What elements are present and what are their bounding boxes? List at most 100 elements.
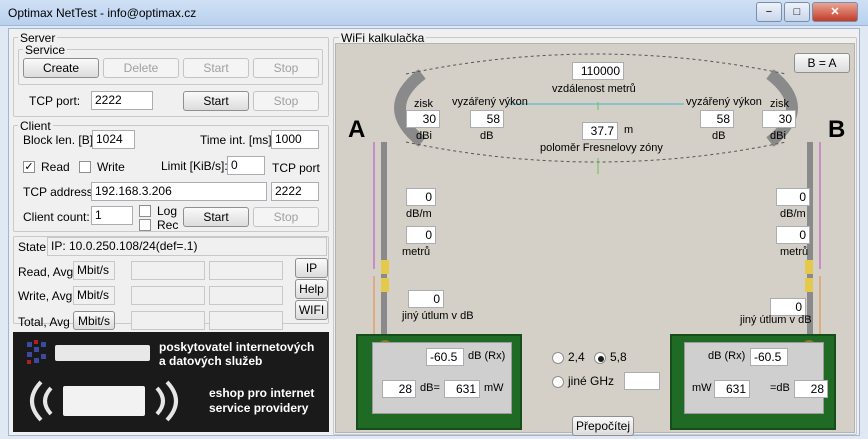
total-avg-label: Total, Avg bbox=[18, 315, 70, 329]
left-eirp-input[interactable]: 58 bbox=[470, 110, 504, 128]
total-unit-button[interactable]: Mbit/s bbox=[73, 311, 115, 330]
service-group-label: Service bbox=[23, 43, 68, 57]
distance-input[interactable]: 110000 bbox=[572, 62, 624, 80]
total-value-2 bbox=[209, 311, 283, 330]
state-label: State bbox=[18, 240, 47, 254]
fresnel-label: poloměr Fresnelovy zóny bbox=[540, 142, 663, 154]
client-stop-button[interactable]: Stop bbox=[253, 207, 319, 227]
read-checkbox[interactable]: ✓ bbox=[23, 161, 35, 173]
left-gain-label: zisk bbox=[414, 98, 433, 110]
right-rx-label: dB (Rx) bbox=[708, 350, 746, 362]
right-radio-board: dB (Rx) -60.5 mW 631 =dB 28 bbox=[670, 334, 836, 430]
write-value-1 bbox=[131, 286, 205, 305]
station-b-label: B bbox=[828, 116, 846, 143]
right-tx-mw-input[interactable]: 631 bbox=[714, 380, 750, 398]
fresnel-radius-input[interactable]: 37.7 bbox=[582, 122, 618, 140]
shop-tagline-2: service providery bbox=[209, 401, 309, 415]
read-avg-label: Read, Avg bbox=[18, 265, 74, 279]
log-checkbox[interactable] bbox=[139, 205, 151, 217]
wifi-button[interactable]: WIFI bbox=[295, 300, 328, 320]
fresnel-unit: m bbox=[624, 124, 634, 136]
service-group bbox=[18, 49, 323, 85]
isp-tagline-2: a datových služeb bbox=[159, 354, 263, 368]
right-eirp-input[interactable]: 58 bbox=[700, 110, 734, 128]
server-tcp-port-label: TCP port: bbox=[29, 94, 81, 108]
server-group-label: Server bbox=[18, 31, 58, 45]
write-avg-label: Write, Avg bbox=[18, 289, 73, 303]
block-len-input[interactable]: 1024 bbox=[92, 130, 135, 149]
left-eirp-unit: dB bbox=[480, 130, 494, 142]
wifi-group-label: WiFi kalkulačka bbox=[339, 31, 427, 45]
server-tcp-port-input[interactable]: 2222 bbox=[91, 91, 153, 110]
client-tcp-port-label: TCP port bbox=[272, 161, 320, 175]
band-5-8-radio[interactable] bbox=[594, 352, 606, 364]
right-cable-length-unit: metrů bbox=[780, 246, 809, 258]
left-other-loss-label: jiný útlum v dB bbox=[402, 310, 474, 322]
close-button[interactable]: ✕ bbox=[812, 2, 858, 22]
delete-button[interactable]: Delete bbox=[103, 58, 179, 78]
band-other-radio[interactable] bbox=[552, 376, 564, 388]
read-unit: Mbit/s bbox=[73, 261, 115, 280]
left-other-loss-input[interactable]: 0 bbox=[408, 290, 444, 308]
swap-b-equals-a-button[interactable]: B = A bbox=[794, 53, 850, 73]
title-bar: Optimax NetTest - info@optimax.cz − □ ✕ bbox=[0, 0, 868, 26]
minimize-button[interactable]: − bbox=[756, 2, 782, 22]
shop-tagline-1: eshop pro internet bbox=[209, 386, 315, 400]
right-gain-input[interactable]: 30 bbox=[762, 110, 796, 128]
block-len-label: Block len. [B]: bbox=[23, 133, 97, 147]
help-button[interactable]: Help bbox=[295, 279, 328, 299]
time-int-input[interactable]: 1000 bbox=[271, 130, 319, 149]
right-cable-loss-unit: dB/m bbox=[780, 208, 806, 220]
client-tcp-port-input[interactable]: 2222 bbox=[271, 182, 319, 201]
wifi-calculator-canvas: B = A A B 110000 vzdálenost metrů 37.7 m… bbox=[335, 43, 855, 436]
maximize-button[interactable]: □ bbox=[784, 2, 810, 22]
total-value-1 bbox=[131, 311, 205, 330]
band-2-4-label: 2,4 bbox=[568, 350, 585, 364]
read-value-1 bbox=[131, 261, 205, 280]
left-cable-length-input[interactable]: 0 bbox=[406, 226, 436, 244]
left-tx-mw-input[interactable]: 631 bbox=[444, 380, 480, 398]
right-eirp-label: vyzářený výkon bbox=[686, 96, 762, 108]
left-tx-db-input[interactable]: 28 bbox=[382, 380, 416, 398]
right-gain-label: zisk bbox=[770, 98, 789, 110]
client-count-label: Client count: bbox=[23, 210, 90, 224]
limit-label: Limit [KiB/s]: bbox=[161, 159, 228, 173]
left-gain-unit: dBi bbox=[416, 130, 432, 142]
left-cable-loss-unit: dB/m bbox=[406, 208, 432, 220]
log-label: Log bbox=[157, 204, 178, 218]
main-window-client: Server Service Create Delete Start Stop … bbox=[8, 28, 860, 436]
right-cable-length-input[interactable]: 0 bbox=[776, 226, 810, 244]
client-start-button[interactable]: Start bbox=[183, 207, 249, 227]
band-2-4-radio[interactable] bbox=[552, 352, 564, 364]
left-rx-input[interactable]: -60.5 bbox=[426, 348, 464, 366]
advertisement-banner[interactable]: poskytovatel internetových a datových sl… bbox=[13, 332, 329, 432]
right-tx-db-input[interactable]: 28 bbox=[794, 380, 828, 398]
service-start-button[interactable]: Start bbox=[183, 58, 249, 78]
limit-input[interactable]: 0 bbox=[227, 156, 265, 175]
link-diagram bbox=[373, 53, 821, 339]
left-tx-mw-label: mW bbox=[484, 382, 504, 394]
left-gain-input[interactable]: 30 bbox=[406, 110, 440, 128]
right-cable-loss-input[interactable]: 0 bbox=[776, 188, 810, 206]
right-rx-input[interactable]: -60.5 bbox=[750, 348, 788, 366]
client-count-input[interactable]: 1 bbox=[91, 206, 133, 225]
recalculate-button[interactable]: Přepočítej bbox=[572, 416, 634, 436]
rec-checkbox[interactable] bbox=[139, 219, 151, 231]
right-other-loss-input[interactable]: 0 bbox=[770, 298, 806, 316]
server-stop-button[interactable]: Stop bbox=[253, 91, 319, 111]
tcp-address-input[interactable]: 192.168.3.206 bbox=[91, 182, 267, 201]
right-eirp-unit: dB bbox=[712, 130, 726, 142]
server-start-button[interactable]: Start bbox=[183, 91, 249, 111]
create-button[interactable]: Create bbox=[23, 58, 99, 78]
band-other-input[interactable] bbox=[624, 372, 660, 390]
ip-display: IP: 10.0.250.108/24(def=.1) bbox=[47, 237, 327, 256]
client-group bbox=[13, 125, 329, 232]
write-checkbox[interactable] bbox=[79, 161, 91, 173]
left-cable-loss-input[interactable]: 0 bbox=[406, 188, 436, 206]
left-tx-db-label: dB= bbox=[420, 382, 440, 394]
service-stop-button[interactable]: Stop bbox=[253, 58, 319, 78]
isp-tagline-1: poskytovatel internetových bbox=[159, 340, 315, 354]
isp-logo bbox=[27, 340, 150, 364]
ip-button[interactable]: IP bbox=[295, 258, 328, 278]
time-int-label: Time int. [ms] : bbox=[200, 133, 279, 147]
